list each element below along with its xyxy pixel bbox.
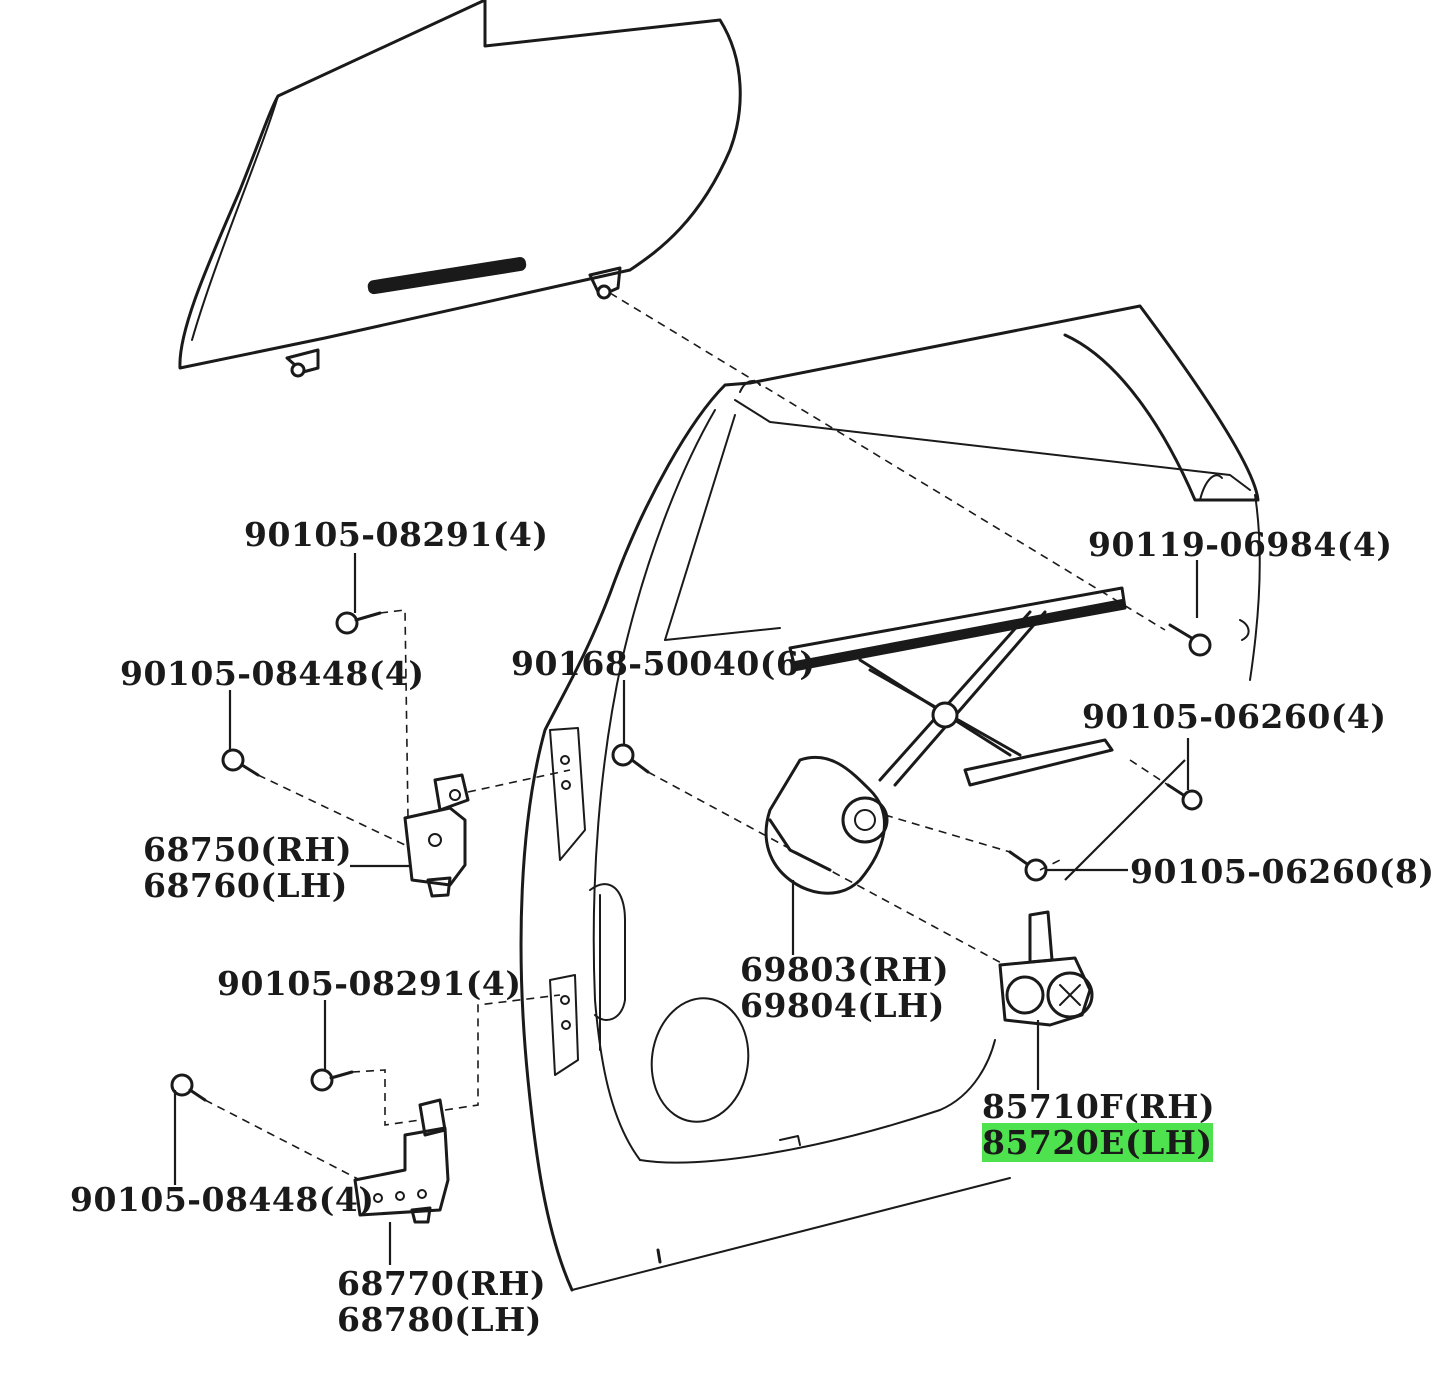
callout-line: 85710F(RH) (982, 1087, 1216, 1126)
bolt-90105-06260-a-icon (1166, 783, 1203, 811)
callout-line: 69803(RH) (740, 950, 950, 989)
bolt-90119-06984-icon (1168, 623, 1212, 657)
bolt-90105-08291-lower-icon (310, 1068, 354, 1092)
callout-upper-hinge: 68750(RH) 68760(LH) (143, 832, 352, 904)
lower-hinge-drawing (353, 1098, 450, 1224)
upper-hinge-drawing (403, 773, 470, 898)
alignment-lines (204, 292, 1169, 1181)
callout-line: 90105-08291(4) (244, 515, 549, 554)
window-motor-drawing (998, 910, 1094, 1027)
callout-hinge-lower-bolt-b: 90105-08448(4) (70, 1182, 375, 1218)
bolt-90105-08291-upper-icon (335, 611, 382, 635)
leader-lines (173, 553, 1199, 1265)
door-shell (519, 304, 1261, 1292)
bolt-90105-06260-b-icon (1008, 850, 1048, 882)
callout-line: 90168-50040(6) (511, 644, 816, 683)
callout-regulator-rail-bolt: 90105-06260(4) (1082, 699, 1387, 735)
callout-lower-hinge: 68770(RH) 68780(LH) (337, 1266, 546, 1338)
window-regulator (764, 586, 1127, 895)
callout-line: 90105-06260(8) (1130, 852, 1435, 891)
highlighted-part-number: 85720E(LH) (982, 1123, 1213, 1162)
callout-line: 69804(LH) (740, 986, 945, 1025)
callout-line: 68750(RH) (143, 830, 353, 869)
bolts (170, 611, 1212, 1102)
callout-line: 90105-08291(4) (217, 964, 522, 1003)
callout-regulator-bolt-b: 90105-06260(8) (1130, 854, 1435, 890)
callout-regulator: 69803(RH) 69804(LH) (740, 952, 949, 1024)
bolt-90105-08448-upper-icon (221, 748, 260, 777)
callout-line: 90105-08448(4) (120, 654, 425, 693)
callout-hinge-upper-bolt-b: 90105-08448(4) (120, 656, 425, 692)
bolt-90105-08448-lower-icon (170, 1073, 207, 1102)
callout-line: 68760(LH) (143, 866, 348, 905)
bolt-90168-50040-icon (611, 743, 650, 774)
callout-line: 68780(LH) (337, 1300, 542, 1339)
callout-hinge-lower-bolt-a: 90105-08291(4) (217, 966, 522, 1002)
callout-hinge-upper-bolt-a: 90105-08291(4) (244, 517, 549, 553)
callout-regulator-bolt: 90168-50040(6) (511, 646, 816, 682)
door-glass (178, 0, 742, 378)
callout-window-motor: 85710F(RH) 85720E(LH) (982, 1087, 1216, 1162)
callout-line: 68770(RH) (337, 1264, 547, 1303)
callout-glass-bolt: 90119-06984(4) (1088, 527, 1393, 563)
callout-line: 90105-06260(4) (1082, 697, 1387, 736)
callout-line: 90119-06984(4) (1088, 525, 1393, 564)
callout-line: 90105-08448(4) (70, 1180, 375, 1219)
